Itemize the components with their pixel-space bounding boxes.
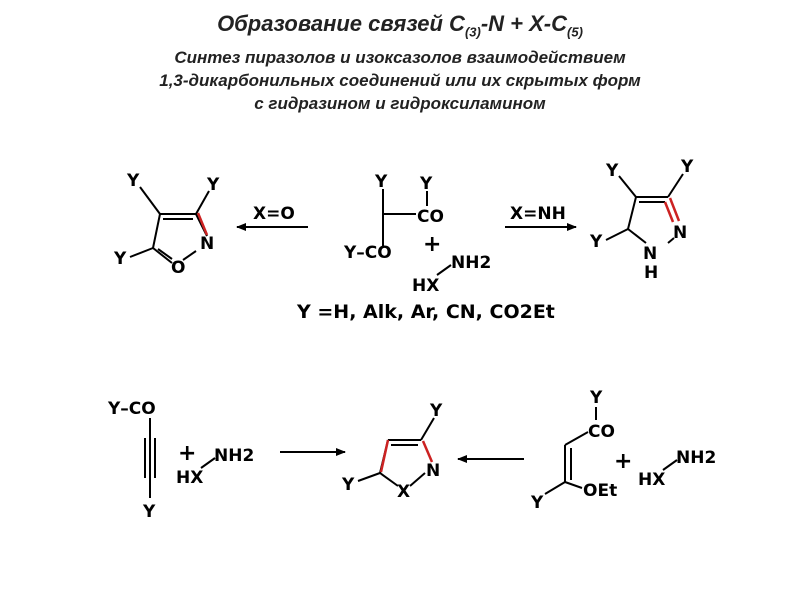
subtitle-line-3: с гидразином и гидроксиламином	[254, 94, 546, 114]
alkyne-y-bottom: Y	[142, 502, 156, 522]
product-y-left: Y	[341, 475, 355, 495]
pyrazole-n-right: N	[673, 223, 687, 243]
dicarbonyl-y-co: Y	[419, 174, 433, 194]
reagent1-nh2: NH2	[214, 446, 254, 466]
alkyne-triple-bond	[144, 418, 156, 498]
enol-ether-co: CO	[588, 422, 615, 442]
reagent-bond	[436, 264, 452, 276]
pyrazole-n-bottom: N	[643, 244, 657, 264]
isoxazole-o-atom: O	[171, 258, 185, 278]
left-arrow-label: X=O	[253, 204, 295, 224]
alkyne-y-co: Y–CO	[107, 399, 156, 419]
subtitle-line-2: 1,3-дикарбонильных соединений или их скр…	[159, 71, 641, 91]
dicarbonyl-y-top: Y	[374, 172, 388, 192]
pyrazole-y-top-right: Y	[680, 157, 694, 177]
reagent2-nh2: NH2	[676, 448, 716, 468]
pyrazole-y-top-left: Y	[605, 161, 619, 181]
enol-ether-y-bottom: Y	[530, 493, 544, 513]
plus-sign-2: +	[178, 441, 196, 466]
substituents-definition: Y =H, Alk, Ar, CN, CO2Et	[296, 301, 555, 323]
plus-sign-1: +	[423, 232, 441, 257]
dicarbonyl-y-co-left: Y–CO	[343, 243, 392, 263]
reagent-nh2: NH2	[451, 253, 491, 273]
pyrazole-y-left: Y	[589, 232, 603, 252]
reagent1-hx: HX	[176, 468, 203, 488]
right-arrow-label: X=NH	[510, 204, 566, 224]
isoxazole-highlight-bond	[196, 212, 209, 236]
isoxazole-y-top-left: Y	[126, 171, 140, 191]
isoxazole-y-left: Y	[113, 249, 127, 269]
isoxazole-y-top-right: Y	[206, 175, 220, 195]
reagent2-hx: HX	[638, 470, 665, 490]
pyrazole-nh-hydrogen: H	[644, 263, 658, 283]
slide-title: Образование связей C(3)-N + X-C(5)	[217, 11, 583, 40]
reagent1-bond	[200, 457, 216, 469]
product-highlight-bond-2	[379, 439, 390, 473]
pyrazole-highlight-bond	[668, 197, 681, 222]
reagent-hx: HX	[412, 276, 439, 296]
enol-ether-oet: OEt	[583, 481, 617, 501]
slide-header: Образование связей C(3)-N + X-C(5) Синте…	[0, 10, 800, 115]
dicarbonyl-structure	[382, 189, 428, 248]
isoxazole-structure	[129, 186, 210, 264]
enol-ether-y-top: Y	[589, 388, 603, 408]
product-y-top: Y	[429, 401, 443, 421]
pyrazole-highlight-bond-2	[663, 201, 675, 223]
enol-ether-structure	[544, 407, 597, 495]
pyrazole-structure	[605, 173, 684, 244]
product-x-atom: X	[397, 482, 410, 502]
plus-sign-3: +	[614, 449, 632, 474]
product-highlight-bond	[421, 440, 434, 463]
isoxazole-n-atom: N	[200, 234, 214, 254]
reagent2-bond	[662, 459, 678, 471]
azole-product-structure	[357, 417, 435, 487]
product-n-atom: N	[426, 461, 440, 481]
dicarbonyl-co-right: CO	[417, 207, 444, 227]
subtitle-line-1: Синтез пиразолов и изоксазолов взаимодей…	[174, 48, 626, 68]
